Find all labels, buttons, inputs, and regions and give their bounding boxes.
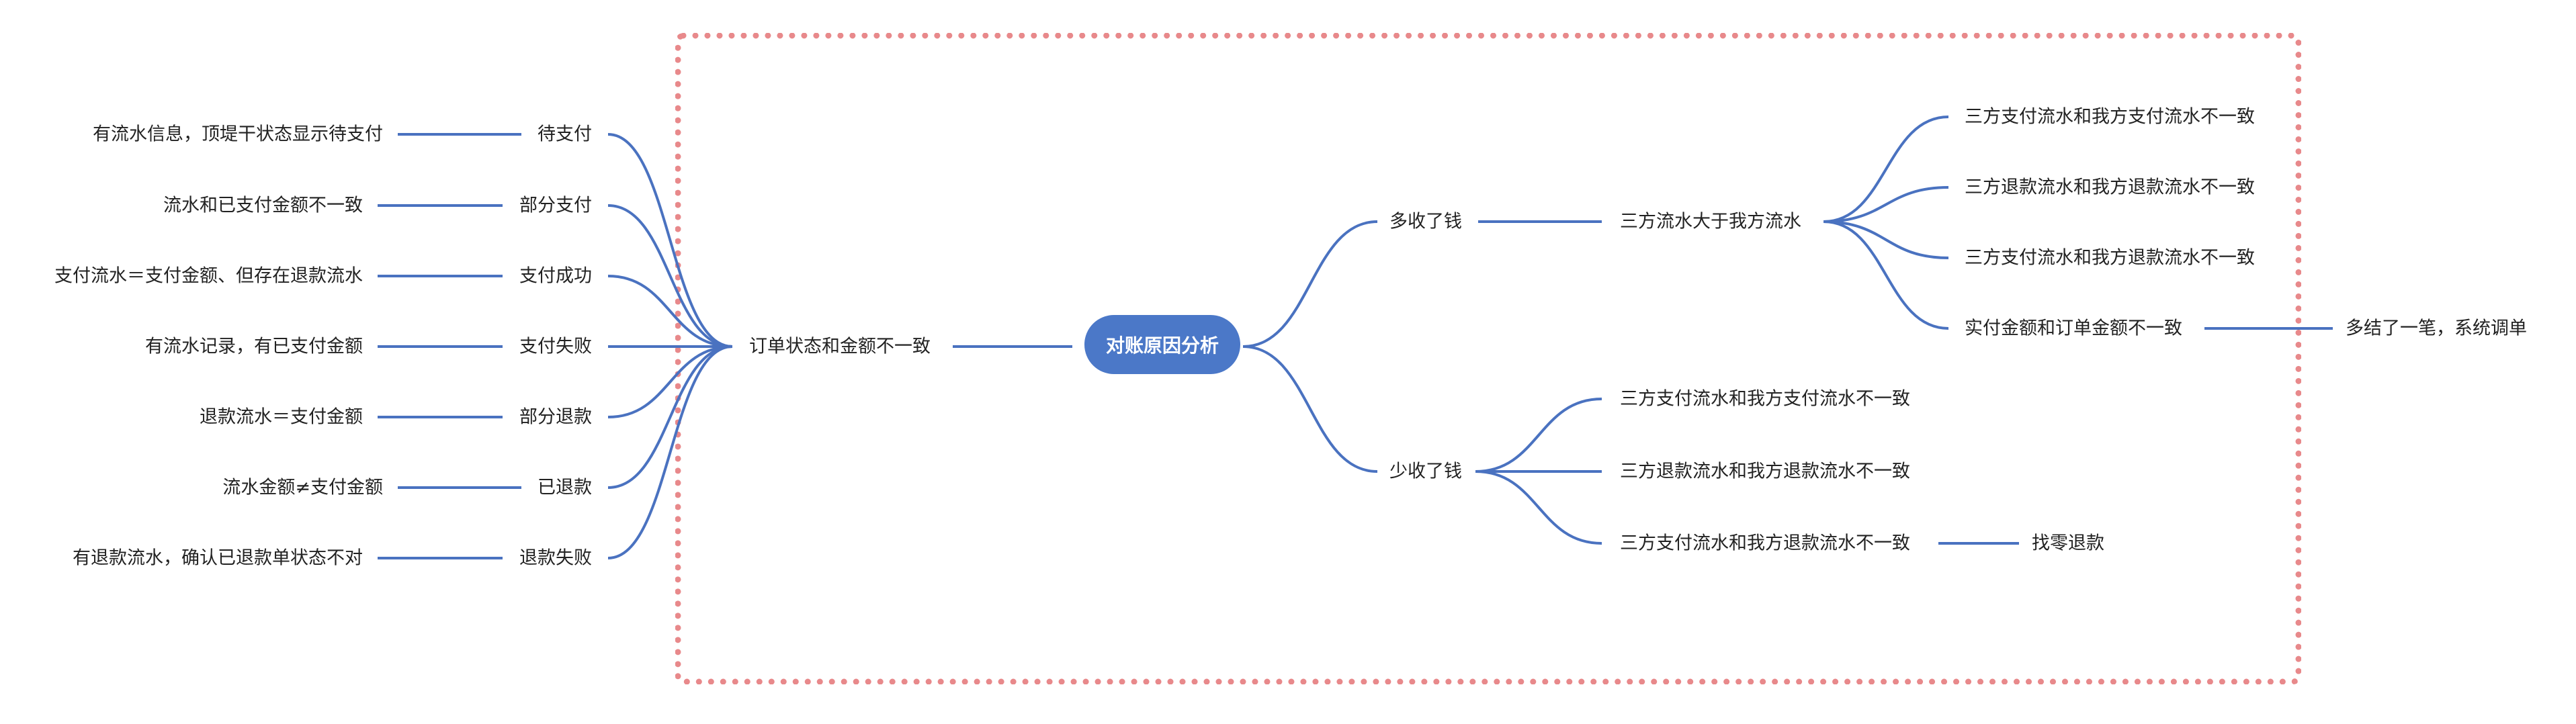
- status-node[interactable]: 已退款: [538, 477, 592, 498]
- under-leaf[interactable]: 三方退款流水和我方退款流水不一致: [1620, 461, 1910, 482]
- branch-undercharged[interactable]: 少收了钱: [1389, 461, 1462, 482]
- status-node[interactable]: 支付成功: [519, 265, 592, 287]
- status-node[interactable]: 待支付: [538, 124, 592, 145]
- over-leaf[interactable]: 三方支付流水和我方退款流水不一致: [1965, 247, 2255, 269]
- detail-node[interactable]: 支付流水＝支付金额、但存在退款流水: [54, 265, 363, 287]
- over-leaf[interactable]: 三方退款流水和我方退款流水不一致: [1965, 177, 2255, 198]
- curve-connector: [1242, 220, 1378, 348]
- detail-node[interactable]: 流水金额≠支付金额: [222, 477, 383, 498]
- curve-connector: [607, 345, 733, 418]
- status-node[interactable]: 部分支付: [519, 195, 592, 216]
- detail-node[interactable]: 有退款流水，确认已退款单状态不对: [73, 547, 363, 569]
- curve-connector: [1823, 186, 1949, 223]
- under-leaf[interactable]: 三方支付流水和我方退款流水不一致: [1620, 533, 1910, 554]
- branch-order-status[interactable]: 订单状态和金额不一致: [749, 336, 931, 357]
- branch-overcharged[interactable]: 多收了钱: [1389, 211, 1462, 232]
- curve-connector: [1475, 398, 1602, 473]
- detail-node[interactable]: 流水和已支付金额不一致: [163, 195, 363, 216]
- selection-frame: [675, 33, 2301, 684]
- detail-node[interactable]: 有流水记录，有已支付金额: [145, 336, 363, 357]
- curve-connector: [607, 204, 733, 348]
- over-leaf[interactable]: 三方支付流水和我方支付流水不一致: [1965, 106, 2255, 128]
- over-result[interactable]: 多结了一笔，系统调单: [2346, 318, 2527, 339]
- detail-node[interactable]: 退款流水＝支付金额: [200, 406, 363, 428]
- curve-connector: [607, 275, 733, 348]
- detail-node[interactable]: 有流水信息，顶堤干状态显示待支付: [93, 124, 383, 145]
- under-leaf[interactable]: 三方支付流水和我方支付流水不一致: [1620, 388, 1910, 410]
- curve-connector: [1823, 116, 1949, 223]
- curve-connector: [1823, 220, 1949, 330]
- status-node[interactable]: 部分退款: [519, 406, 592, 428]
- under-result[interactable]: 找零退款: [2032, 533, 2104, 554]
- root-node[interactable]: 对账原因分析: [1084, 315, 1240, 374]
- curve-connector: [1823, 220, 1949, 259]
- over-leaf[interactable]: 实付金额和订单金额不一致: [1965, 318, 2182, 339]
- node-third-party-greater[interactable]: 三方流水大于我方流水: [1620, 211, 1801, 232]
- status-node[interactable]: 退款失败: [519, 547, 592, 569]
- curve-connector: [607, 345, 733, 559]
- status-node[interactable]: 支付失败: [519, 336, 592, 357]
- curve-connector: [1242, 345, 1378, 473]
- root-label: 对账原因分析: [1105, 334, 1219, 357]
- curve-connector: [1475, 470, 1602, 545]
- curve-connector: [607, 133, 733, 348]
- curve-connector: [607, 345, 733, 489]
